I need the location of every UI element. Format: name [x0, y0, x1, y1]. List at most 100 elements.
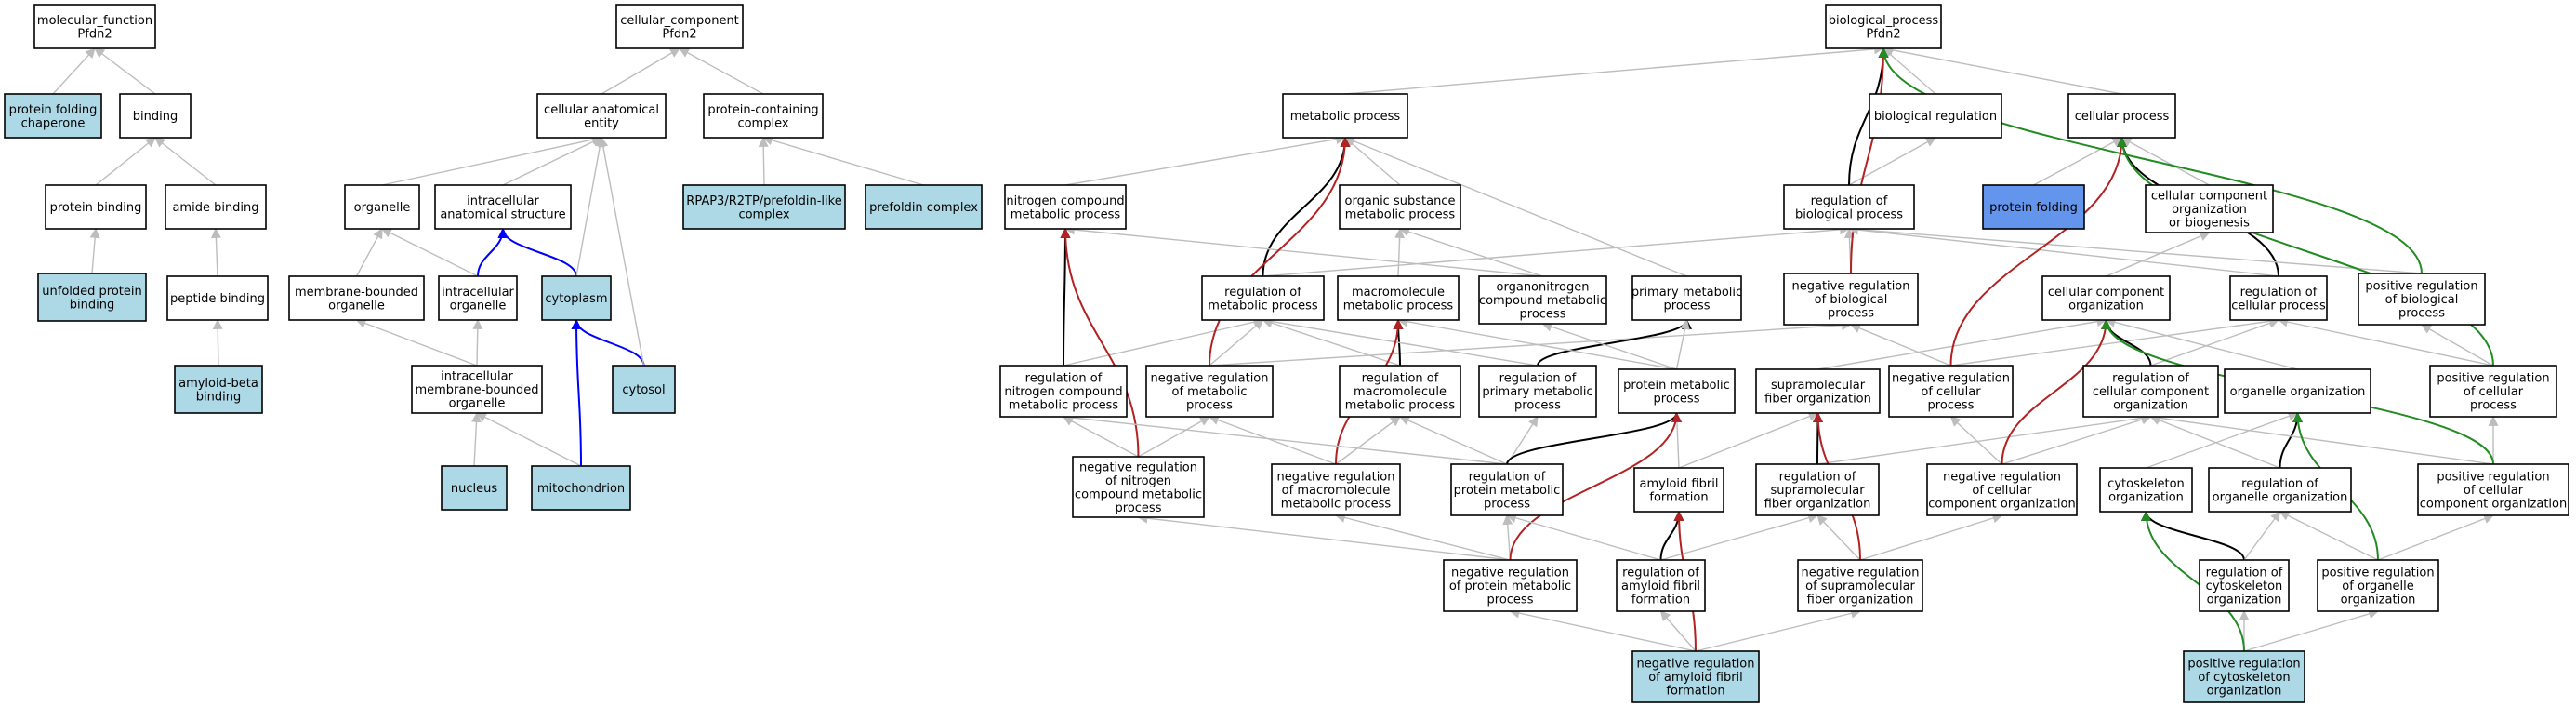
node-binding[interactable]: binding: [119, 93, 192, 139]
node-label-line: component organization: [2420, 498, 2568, 512]
node-label-line: positive regulation: [2437, 372, 2549, 386]
node-cytoplasm[interactable]: cytoplasm: [541, 275, 612, 321]
edge-is-a-regulation-of-metabolic-process-to-regulation-of-biological-process: [1262, 224, 1851, 277]
edge-is-a-membrane-bounded-organelle-to-organelle: [355, 228, 383, 277]
node-nucleus[interactable]: nucleus: [441, 465, 508, 511]
node-cytosol[interactable]: cytosol: [612, 365, 676, 414]
edge-is-a-protein-metabolic-process-to-organonitrogen-compound-metabolic-process: [1541, 321, 1677, 370]
edge-is-a-protein-folding-chaperone-to-mf-root: [52, 47, 96, 95]
node-label-line: protein binding: [50, 201, 142, 215]
edge-negatively-regulates-negative-regulation-of-metabolic-process-to-metabolic-process: [1209, 136, 1351, 367]
node-label-line: primary metabolic: [1482, 385, 1592, 399]
node-label-line: formation: [1666, 685, 1724, 699]
node-label-line: intracellular: [442, 286, 514, 300]
node-box: [2417, 463, 2569, 516]
node-label-line: amyloid fibril: [1621, 580, 1700, 594]
node-box: [865, 184, 983, 230]
node-organelle-organization[interactable]: organelle organization: [2224, 368, 2371, 414]
node-label-line: molecular_function: [37, 14, 152, 28]
node-label-line: organization: [2207, 685, 2282, 699]
node-biological-regulation[interactable]: biological regulation: [1869, 93, 2002, 139]
node-metabolic-process[interactable]: metabolic process: [1282, 93, 1408, 139]
node-organelle[interactable]: organelle: [344, 184, 420, 230]
node-label-line: metabolic process: [1208, 299, 1318, 313]
edge-is-a-nucleus-to-intracellular-membrane-bounded-organelle: [470, 411, 482, 467]
node-peptide-binding[interactable]: peptide binding: [166, 275, 269, 321]
edge-is-a-cellular-component-organization-to-cellular-component-organization-or-biogenesis: [2106, 231, 2211, 277]
node-label-line: cytoskeleton: [2107, 477, 2185, 491]
edge-is-a-organelle-organization-to-cellular-component-organization: [2105, 317, 2298, 370]
node-label-line: metabolic process: [1345, 207, 1456, 221]
node-box: [682, 184, 846, 230]
node-label-line: organelle: [449, 397, 506, 411]
node-protein-binding[interactable]: protein binding: [45, 184, 147, 230]
node-box: [1478, 275, 1607, 325]
node-label-line: positive regulation: [2187, 658, 2300, 672]
edge-positively-regulates-positive-regulation-of-cellular-process-to-cellular-process: [2117, 136, 2494, 367]
edge-is-a-regulation-of-protein-metabolic-process-to-regulation-of-primary-metabolic-process: [1506, 416, 1539, 465]
node-protein-folding[interactable]: protein folding: [1982, 184, 2085, 230]
node-box: [4, 93, 102, 139]
node-label-line: macromolecule: [1354, 385, 1447, 399]
edge-is-a-negative-regulation-of-supramolecular-fiber-organization-to-regulation-of-supramolecular-fiber-organization: [1816, 514, 1861, 561]
node-prefoldin-complex[interactable]: prefoldin complex: [865, 184, 983, 230]
node-label-line: organelle organization: [2213, 490, 2348, 504]
node-amide-binding[interactable]: amide binding: [165, 184, 267, 230]
edge-is-a-negative-regulation-of-metabolic-process-to-regulation-of-metabolic-process: [1209, 319, 1264, 367]
edge-is-a-positive-regulation-of-biological-process-to-regulation-of-biological-process: [1847, 224, 2423, 274]
node-box: [2082, 365, 2219, 418]
node-cellular-process[interactable]: cellular process: [2067, 93, 2176, 139]
node-mitochondrion[interactable]: mitochondrion: [531, 465, 631, 511]
